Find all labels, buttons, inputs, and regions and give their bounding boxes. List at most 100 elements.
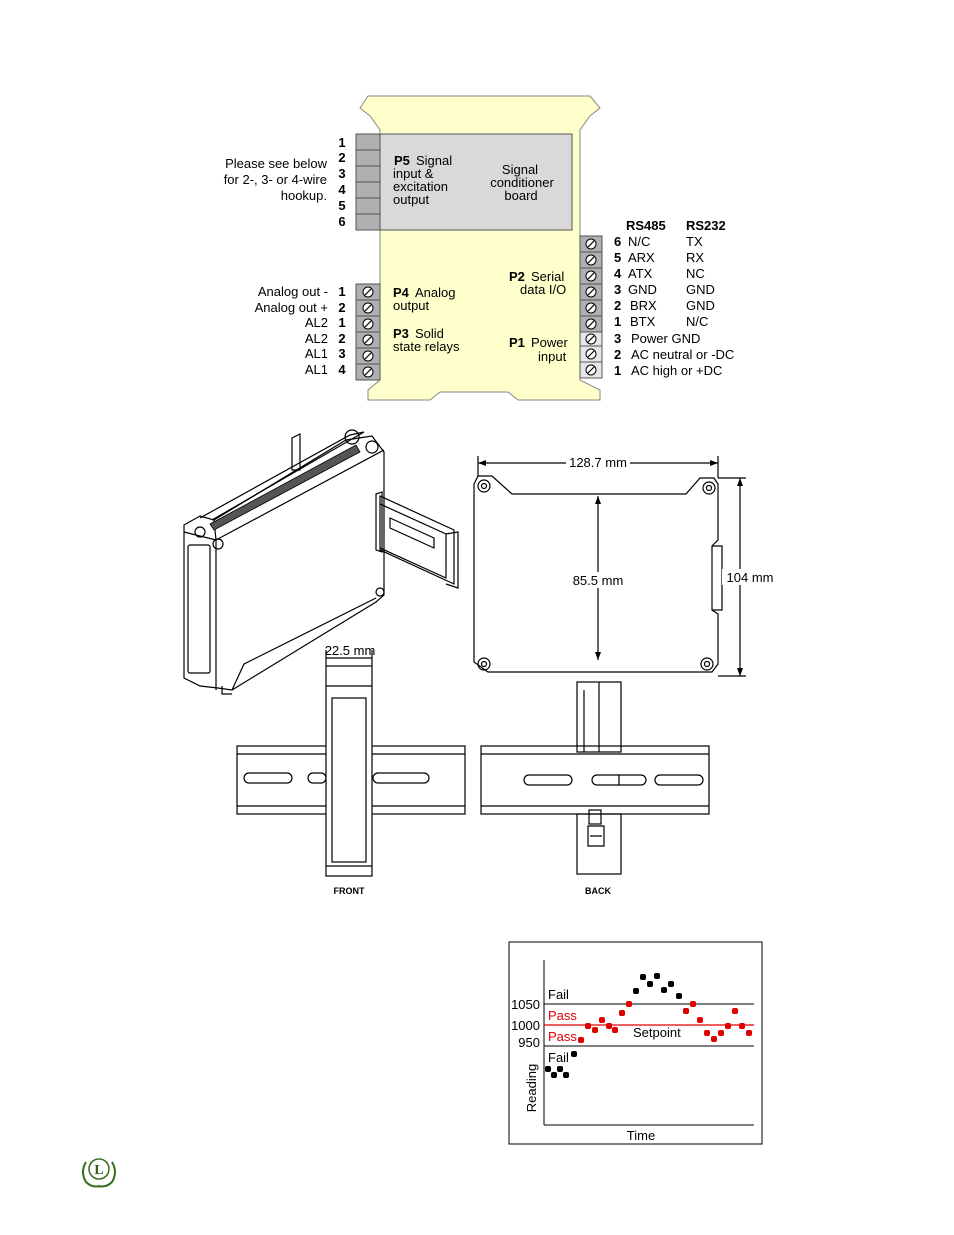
rs485-signal: ARX	[628, 250, 655, 265]
p5-label: input &	[393, 166, 434, 181]
left-terminal-pin: 2	[338, 300, 345, 315]
rs232-signal: GND	[686, 282, 715, 297]
p5-label: excitation	[393, 179, 448, 194]
p5-note: Please see below	[225, 156, 328, 171]
y-tick-1000: 1000	[511, 1018, 540, 1033]
rs485-signal: N/C	[628, 234, 650, 249]
wiring-diagram: 1 2 3 4 5 6 Please see below for 2-, 3- …	[224, 95, 734, 401]
p5-note: hookup.	[281, 188, 327, 203]
power-pin: 2	[614, 347, 621, 362]
reading-marker	[668, 981, 674, 987]
power-pin: 3	[614, 331, 621, 346]
setpoint-label: Setpoint	[633, 1025, 681, 1040]
rs232-signal: RX	[686, 250, 704, 265]
serial-pin: 1	[614, 314, 621, 329]
width-dimension-label: 128.7 mm	[569, 455, 627, 470]
front-view-label: FRONT	[334, 886, 365, 896]
reading-marker	[612, 1027, 618, 1033]
reading-marker	[640, 974, 646, 980]
reading-marker	[619, 1010, 625, 1016]
reading-marker	[697, 1017, 703, 1023]
height-dimension-label: 104 mm	[727, 570, 774, 585]
p5-label: output	[393, 192, 430, 207]
reading-marker	[545, 1066, 551, 1072]
left-terminal-label: Analog out +	[255, 300, 328, 315]
inner-height-dimension-label: 85.5 mm	[573, 573, 624, 588]
logo-letter: L	[94, 1163, 103, 1178]
side-view-drawing	[473, 456, 746, 677]
back-view-label: BACK	[585, 886, 611, 896]
rs232-signal: TX	[686, 234, 703, 249]
left-terminal-pin: 1	[338, 315, 345, 330]
rs485-signal: ATX	[628, 266, 653, 281]
left-terminal-pin: 4	[338, 362, 346, 377]
p4-label: Analog	[415, 285, 455, 300]
zone-label-pass-high: Pass	[548, 1008, 577, 1023]
serial-pin: 3	[614, 282, 621, 297]
reading-marker	[690, 1001, 696, 1007]
chart-readings	[545, 973, 752, 1078]
depth-dimension-label: 22.5 mm	[325, 643, 376, 658]
power-label: AC neutral or -DC	[631, 347, 734, 362]
reading-marker	[557, 1066, 563, 1072]
p1-id: P1	[509, 335, 525, 350]
reading-marker	[654, 973, 660, 979]
reading-marker	[551, 1072, 557, 1078]
right-terminal-strip	[579, 235, 603, 379]
reading-marker	[592, 1027, 598, 1033]
serial-pin: 2	[614, 298, 621, 313]
left-terminal-label: Analog out -	[258, 284, 328, 299]
reading-marker	[739, 1023, 745, 1029]
p5-id: P5	[394, 153, 410, 168]
left-terminal-pin: 2	[338, 331, 345, 346]
left-terminal-pin: 1	[338, 284, 345, 299]
signal-conditioner-board	[379, 133, 573, 231]
left-terminal-label: AL2	[305, 315, 328, 330]
company-logo: L	[82, 1158, 116, 1188]
power-label: AC high or +DC	[631, 363, 722, 378]
p5-note: for 2-, 3- or 4-wire	[224, 172, 327, 187]
left-terminal-strip	[355, 283, 381, 381]
serial-pin: 5	[614, 250, 621, 265]
reading-marker	[571, 1051, 577, 1057]
p5-pin: 5	[338, 198, 345, 213]
reading-marker	[732, 1008, 738, 1014]
reading-marker	[633, 988, 639, 994]
rs232-signal: GND	[686, 298, 715, 313]
rs485-signal: BRX	[630, 298, 657, 313]
rs232-signal: NC	[686, 266, 705, 281]
reading-marker	[585, 1023, 591, 1029]
p5-pin: 1	[338, 135, 345, 150]
reading-marker	[563, 1072, 569, 1078]
p3-label: Solid	[415, 326, 444, 341]
p2-label: Serial	[531, 269, 564, 284]
left-terminal-label: AL1	[305, 362, 328, 377]
power-label: Power GND	[631, 331, 700, 346]
y-axis-label: Reading	[524, 1064, 539, 1112]
p1-label: input	[538, 349, 567, 364]
p3-id: P3	[393, 326, 409, 341]
conditioner-label: conditioner	[490, 175, 554, 190]
reading-marker	[683, 1008, 689, 1014]
zone-label-pass-low: Pass	[548, 1029, 577, 1044]
reading-marker	[725, 1023, 731, 1029]
reading-marker	[704, 1030, 710, 1036]
p5-label: Signal	[416, 153, 452, 168]
setpoint-chart	[508, 941, 763, 1145]
rs485-signal: GND	[628, 282, 657, 297]
p5-pin: 4	[338, 182, 346, 197]
front-view-drawing	[236, 650, 466, 877]
left-terminal-label: AL2	[305, 331, 328, 346]
rs232-signal: N/C	[686, 314, 708, 329]
power-pin: 1	[614, 363, 621, 378]
reading-marker	[676, 993, 682, 999]
rs232-header: RS232	[686, 218, 726, 233]
reading-marker	[647, 981, 653, 987]
y-tick-950: 950	[518, 1035, 540, 1050]
rs485-header: RS485	[626, 218, 666, 233]
serial-pin: 6	[614, 234, 621, 249]
conditioner-label: board	[504, 188, 537, 203]
reading-marker	[599, 1017, 605, 1023]
reading-marker	[711, 1036, 717, 1042]
